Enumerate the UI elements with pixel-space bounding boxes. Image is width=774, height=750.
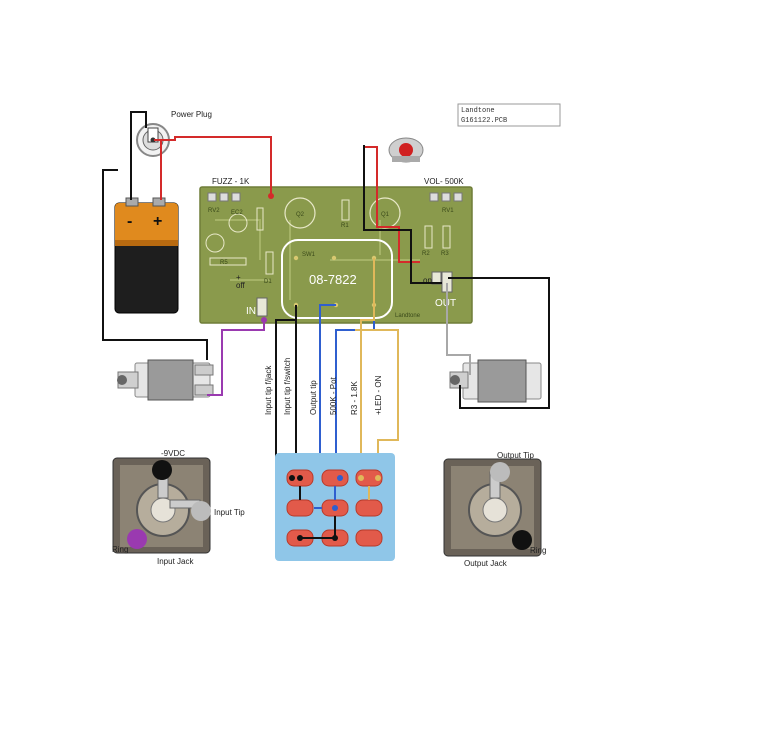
ic-outline: 08-7822 SW1: [281, 239, 393, 319]
pcb-silk-brand: Landtone: [395, 313, 421, 319]
resistor-r1: R1: [341, 199, 350, 229]
svg-text:RV1: RV1: [442, 208, 454, 214]
power-plug: Power Plug: [136, 110, 212, 157]
pcb-on-label: on: [423, 276, 432, 285]
wire-label-input-tip-jack: Input tip f/jack: [264, 365, 273, 415]
pcb-file-line2: G161122.PCB: [461, 117, 507, 125]
footswitch-3pdt: [275, 453, 395, 561]
input-jack-label: Input Jack: [157, 557, 194, 566]
svg-text:R5: R5: [220, 260, 228, 266]
resistor-vertical-left: [256, 207, 264, 231]
svg-text:Q1: Q1: [381, 212, 390, 218]
svg-text:Q2: Q2: [296, 212, 305, 218]
jack-dot-output-tip: [490, 462, 510, 482]
transistor-q2: Q2: [284, 197, 316, 229]
svg-text:R2: R2: [422, 251, 430, 257]
power-wires: [102, 111, 442, 360]
battery-minus: -: [127, 213, 132, 230]
diode-d1: D1: [264, 251, 274, 285]
pcb-file-box: Landtone G161122.PCB: [457, 103, 561, 127]
vol-label: VOL- 500K: [424, 177, 464, 186]
capacitor-ec2: EC2: [228, 210, 248, 233]
wire-label-output-tip: Output tip: [309, 380, 318, 415]
pcb-off-label: off: [236, 281, 246, 290]
svg-text:EC2: EC2: [231, 210, 243, 216]
resistor-r2: R2: [422, 225, 433, 257]
output-wires: [446, 277, 550, 409]
svg-text:D1: D1: [264, 279, 272, 285]
sw1-label: SW1: [302, 252, 316, 258]
output-jack-side: [449, 359, 542, 403]
svg-text:RV2: RV2: [208, 208, 220, 214]
power-plug-label: Power Plug: [171, 110, 212, 119]
jack-dot-9vdc: [152, 460, 172, 480]
pcb-in-label: IN: [246, 306, 256, 317]
input-jack-bottom: -9VDC Input Tip Ring Input Jack: [112, 449, 245, 566]
output-jack-label: Output Jack: [464, 559, 508, 568]
output-tip-label: Output Tip: [497, 451, 534, 460]
battery-plus: +: [153, 213, 162, 230]
resistor-r3: R3: [441, 225, 451, 257]
fuzz-label: FUZZ - 1K: [212, 177, 250, 186]
svg-text:R1: R1: [341, 223, 349, 229]
ring-left-label: Ring: [112, 545, 128, 554]
wire-label-input-tip-switch: Input tip f/switch: [283, 358, 292, 415]
wire-label-r3: R3 - 1.8K: [350, 381, 359, 415]
pcb-on-off-plus: +: [236, 273, 241, 282]
ring-right-label: Ring: [530, 546, 546, 555]
output-jack-bottom: Output Tip Ring Output Jack: [443, 451, 546, 568]
input-jack-side: [117, 359, 214, 401]
neg-9vdc-label: -9VDC: [161, 449, 185, 458]
pcb-board: 08-7822 SW1 Q2 Q1 RV2: [199, 186, 473, 324]
capacitor-ec1: [205, 233, 225, 253]
led: [388, 137, 424, 163]
rv2-pads: RV2: [207, 192, 241, 214]
pcb-file-line1: Landtone: [461, 107, 495, 115]
battery-9v: - +: [114, 197, 179, 314]
wire-label-led: +LED - ON: [374, 375, 383, 415]
resistor-r5: R5: [209, 257, 247, 266]
jack-dot-ring-left: [127, 529, 147, 549]
input-tip-label: Input Tip: [214, 508, 245, 517]
jack-dot-input-tip: [191, 501, 211, 521]
wire-label-500k-pot: 500K - Pot: [329, 376, 338, 415]
ic-label: 08-7822: [309, 272, 357, 287]
rv1-pads: RV1: [429, 192, 463, 214]
svg-text:R3: R3: [441, 251, 449, 257]
purple-wire-input: [207, 320, 265, 396]
purple-wire-dot: [261, 317, 267, 323]
in-pads: [256, 297, 268, 317]
pcb-out-label: OUT: [435, 298, 456, 309]
jack-dot-ring-right: [512, 530, 532, 550]
